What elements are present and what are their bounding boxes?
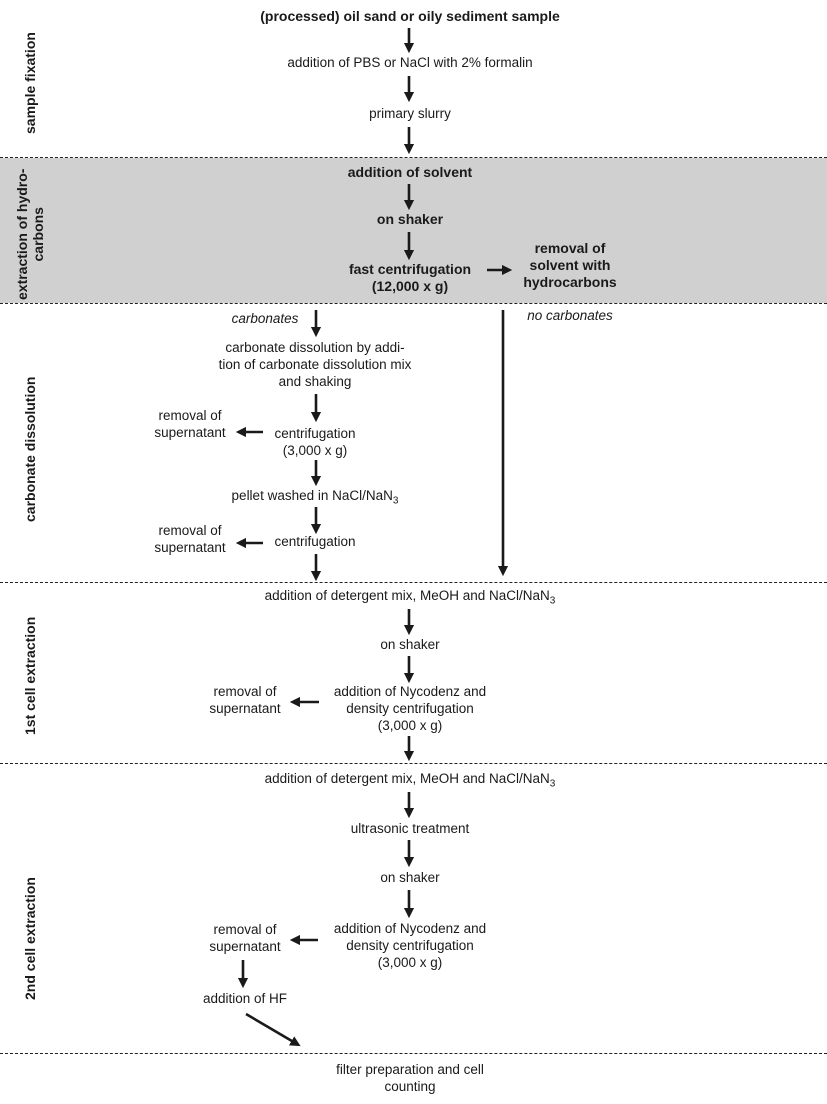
step-ultrasonic: ultrasonic treatment <box>350 821 470 836</box>
step-add-solvent: addition of solvent <box>347 164 473 180</box>
detergent-1-subscript: 3 <box>549 595 556 607</box>
step-centrifugation-a: centrifugation (3,000 x g) <box>255 425 375 459</box>
removal-a-line-1: removal of <box>158 408 222 423</box>
carbonate-dissolution-line-3: and shaking <box>278 374 352 389</box>
step-shaker-1: on shaker <box>380 637 440 652</box>
nycodenz-1-line-3: (3,000 x g) <box>377 718 443 733</box>
centrifugation-a-line-1: centrifugation <box>274 426 356 441</box>
step-detergent-2: addition of detergent mix, MeOH and NaCl… <box>190 770 630 793</box>
nycodenz-2-line-1: addition of Nycodenz and <box>333 921 487 936</box>
filter-line-2: counting <box>384 1079 436 1094</box>
fast-centrifugation-line-2: (12,000 x g) <box>371 278 449 294</box>
hydrocarbon-extraction-band <box>0 158 827 303</box>
removal-d-line-1: removal of <box>213 922 277 937</box>
carbonate-dissolution-line-2: tion of carbonate dissolution mix <box>218 357 412 372</box>
fast-centrifugation-line-1: fast centrifugation <box>348 261 472 277</box>
step-pellet-washed: pellet washed in NaCl/NaN3 <box>195 487 435 510</box>
arrow-diagonal-to-filter <box>245 1012 301 1047</box>
detergent-1-text: addition of detergent mix, MeOH and NaCl… <box>264 588 550 603</box>
section-divider-2 <box>0 303 827 304</box>
step-removal-supernatant-b: removal of supernatant <box>140 522 240 556</box>
step-removal-solvent: removal of solvent with hydrocarbons <box>500 240 640 291</box>
removal-c-line-2: supernatant <box>209 701 281 716</box>
removal-b-line-1: removal of <box>158 523 222 538</box>
removal-a-line-2: supernatant <box>154 425 226 440</box>
step-removal-supernatant-a: removal of supernatant <box>140 407 240 441</box>
step-addition-hf: addition of HF <box>202 991 288 1006</box>
step-removal-supernatant-c: removal of supernatant <box>195 683 295 717</box>
removal-solvent-line-1: removal of <box>534 240 606 256</box>
step-detergent-1: addition of detergent mix, MeOH and NaCl… <box>190 587 630 610</box>
step-nycodenz-2: addition of Nycodenz and density centrif… <box>315 920 505 971</box>
step-shaker-hc: on shaker <box>376 211 444 227</box>
removal-c-line-1: removal of <box>213 684 277 699</box>
carbonate-dissolution-line-1: carbonate dissolution by addi- <box>225 340 405 355</box>
removal-b-line-2: supernatant <box>154 540 226 555</box>
removal-d-line-2: supernatant <box>209 939 281 954</box>
section-divider-1 <box>0 157 827 158</box>
step-add-pbs: addition of PBS or NaCl with 2% formalin <box>287 55 533 70</box>
centrifugation-a-line-2: (3,000 x g) <box>282 443 348 458</box>
nycodenz-2-line-2: density centrifugation <box>346 938 474 953</box>
detergent-2-subscript: 3 <box>549 778 556 790</box>
pellet-text: pellet washed in NaCl/NaN <box>231 488 393 503</box>
pellet-subscript: 3 <box>392 495 399 507</box>
step-removal-supernatant-d: removal of supernatant <box>195 921 295 955</box>
nycodenz-1-line-1: addition of Nycodenz and <box>333 684 487 699</box>
section-divider-4 <box>0 763 827 764</box>
section-divider-5 <box>0 1053 827 1054</box>
detergent-2-text: addition of detergent mix, MeOH and NaCl… <box>264 771 550 786</box>
label-carbonates: carbonates <box>231 311 299 326</box>
section-divider-3 <box>0 582 827 583</box>
removal-solvent-line-3: hydrocarbons <box>523 274 617 290</box>
step-shaker-2: on shaker <box>380 870 440 885</box>
step-sample: (processed) oil sand or oily sediment sa… <box>260 8 560 24</box>
nycodenz-2-line-3: (3,000 x g) <box>377 955 443 970</box>
step-centrifugation-b: centrifugation <box>274 534 356 549</box>
step-primary-slurry: primary slurry <box>369 106 451 121</box>
nycodenz-1-line-2: density centrifugation <box>346 701 474 716</box>
step-fast-centrifugation: fast centrifugation (12,000 x g) <box>300 261 520 295</box>
step-filter-counting: filter preparation and cell counting <box>290 1061 530 1095</box>
step-nycodenz-1: addition of Nycodenz and density centrif… <box>315 683 505 734</box>
label-no-carbonates: no carbonates <box>527 308 613 323</box>
step-carbonate-dissolution: carbonate dissolution by addi- tion of c… <box>190 339 440 390</box>
filter-line-1: filter preparation and cell <box>336 1062 484 1077</box>
removal-solvent-line-2: solvent with <box>529 257 611 273</box>
